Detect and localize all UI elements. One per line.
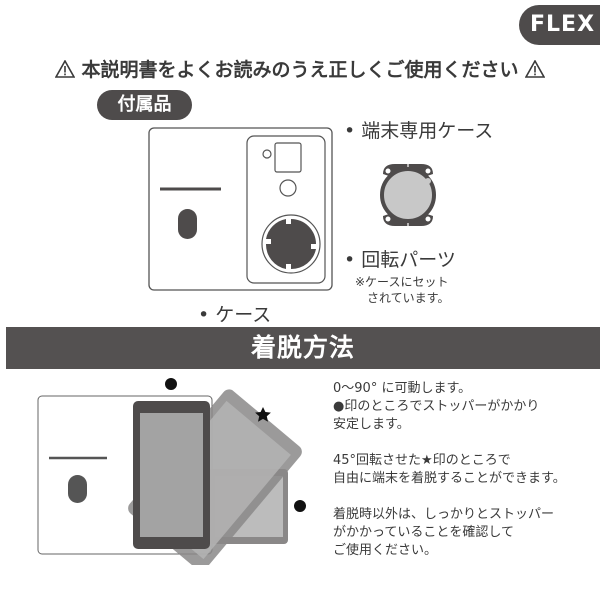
warning-triangle-icon [525,60,546,78]
instruction-block: 着脱時以外は、しっかりとストッパー がかかっていることを確認して ご使用ください… [333,507,555,558]
label-case: • ケース [198,304,272,326]
instructions: 0～90° に可動します。 ●印のところでストッパーがかかり 安定します。 45… [333,380,598,578]
label-dedicated-case: • 端末専用ケース [344,120,494,142]
rotation-part-note: ※ケースにセット されています。 [355,275,450,305]
warning-title: 本説明書をよくお読みのうえ正しくご使用ください [0,55,600,82]
warning-title-text: 本説明書をよくお読みのうえ正しくご使用ください [81,59,519,81]
flex-badge: FLEX [519,5,600,45]
instruction-block: 0～90° に可動します。 ●印のところでストッパーがかかり 安定します。 [333,381,540,432]
case-illustration [148,127,333,291]
label-rotation-part: • 回転パーツ [344,249,456,271]
flex-badge-label: FLEX [530,12,596,37]
rotation-part-illustration [380,163,436,227]
howto-section-bar: 着脱方法 [6,327,600,369]
instruction-block: 45°回転させた★印のところで 自由に端末を着脱することができます。 [333,453,566,486]
accessories-pill: 付属品 [97,90,192,120]
howto-title: 着脱方法 [250,333,355,362]
warning-triangle-icon [54,60,75,78]
accessories-pill-label: 付属品 [117,94,172,115]
attach-detach-illustration [37,378,306,565]
